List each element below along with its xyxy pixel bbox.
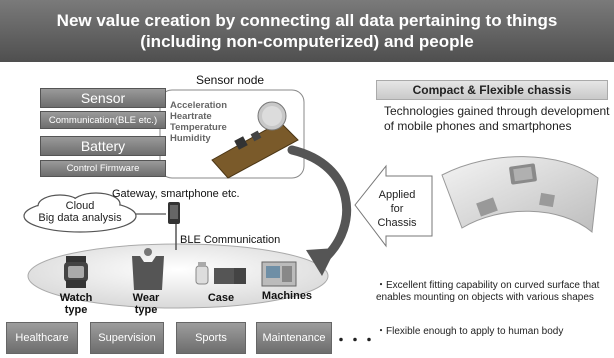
metric-acceleration: Acceleration <box>170 100 228 111</box>
battery-block: Battery <box>40 136 166 156</box>
device-wear-line-1: Wear <box>132 292 160 304</box>
device-watch-line-2: type <box>64 304 88 316</box>
cloud-line-1: Cloud <box>65 200 95 212</box>
cloud-text: Cloud Big data analysis <box>28 200 132 224</box>
machine-icon <box>261 261 297 287</box>
app-healthcare: Healthcare <box>6 322 78 354</box>
metric-temperature: Temperature <box>170 122 227 133</box>
cloud-shape <box>23 192 137 233</box>
sensor-metrics: Acceleration Heartrate Temperature Humid… <box>170 100 227 144</box>
device-wear-line-2: type <box>134 304 158 316</box>
sensor-block: Sensor <box>40 88 166 108</box>
banner-line-2: (including non-computerized) and people <box>140 32 474 51</box>
metric-humidity: Humidity <box>170 133 211 144</box>
device-watch-line-1: Watch <box>59 292 93 304</box>
chassis-title: Compact & Flexible chassis <box>376 80 608 100</box>
chassis-bullet-2: ・Flexible enough to apply to human body <box>376 326 564 337</box>
metric-heartrate: Heartrate <box>170 111 212 122</box>
header-banner: New value creation by connecting all dat… <box>0 0 614 62</box>
applied-line-2: for <box>390 203 404 215</box>
smartphone-icon <box>168 202 180 224</box>
firmware-block: Control Firmware <box>40 160 166 177</box>
device-watch-label: Watch type <box>52 292 100 316</box>
device-machines-line-1: Machines <box>261 290 313 302</box>
chassis-image <box>441 156 599 233</box>
applied-text: Applied for Chassis <box>368 188 426 230</box>
banner-line-1: New value creation by connecting all dat… <box>56 11 558 30</box>
device-case-label: Case <box>196 292 246 304</box>
applications-ellipsis: ・・・ <box>334 332 376 348</box>
communication-block: Communication(BLE etc.) <box>40 111 166 129</box>
device-wear-label: Wear type <box>122 292 170 316</box>
chassis-bullet-1: ・Excellent fitting capability on curved … <box>376 280 600 303</box>
applied-arrow-shape <box>354 164 433 248</box>
device-case-line-1: Case <box>207 292 235 304</box>
case-icon <box>195 262 246 285</box>
applied-line-3: Chassis <box>377 217 417 229</box>
app-sports: Sports <box>176 322 246 354</box>
device-machines-label: Machines <box>252 290 322 302</box>
curved-arrow <box>287 145 352 263</box>
cloud-line-2: Big data analysis <box>38 212 122 224</box>
sensor-board-image <box>211 101 299 179</box>
app-supervision: Supervision <box>90 322 164 354</box>
sensor-node-title: Sensor node <box>196 73 265 87</box>
applied-line-1: Applied <box>378 189 416 201</box>
ble-label: BLE Communication <box>180 234 281 246</box>
chassis-description: Technologies gained through development … <box>384 104 610 133</box>
device-ellipse <box>27 243 329 309</box>
gateway-label: Gateway, smartphone etc. <box>112 188 240 200</box>
app-maintenance: Maintenance <box>256 322 332 354</box>
curved-arrow-head <box>306 248 336 276</box>
watch-icon <box>64 256 88 288</box>
wear-icon <box>132 248 164 290</box>
